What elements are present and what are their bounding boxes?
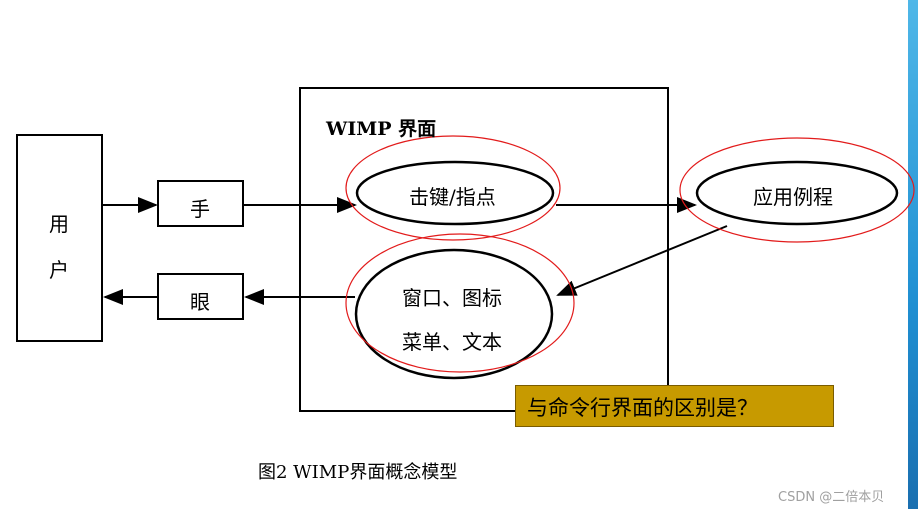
question-text: 与命令行界面的区别是？ [527, 396, 758, 420]
wimp-title: WIMP 界面 [326, 118, 437, 140]
app-example-ellipse [695, 160, 899, 226]
arrow-app-to-window [556, 225, 728, 296]
red-annotation-circle-window [345, 233, 575, 373]
red-annotation-circle-app [679, 137, 915, 243]
window-icon-line2: 菜单、文本 [402, 330, 502, 354]
click-point-label: 击键/指点 [409, 185, 496, 209]
window-icon-ellipse [354, 248, 554, 380]
click-point-ellipse [355, 160, 555, 226]
eye-label: 眼 [190, 290, 210, 314]
app-example-label: 应用例程 [753, 185, 833, 209]
user-label-char1: 用 [49, 212, 69, 236]
hand-label: 手 [190, 197, 210, 221]
question-box [515, 385, 834, 427]
eye-box [157, 273, 244, 320]
user-box [16, 134, 103, 342]
figure-caption: 图2 WIMP界面概念模型 [258, 462, 458, 483]
hand-box [157, 180, 244, 227]
right-edge-strip [908, 0, 918, 509]
window-icon-line1: 窗口、图标 [402, 286, 502, 310]
red-annotation-circle-click [345, 135, 561, 241]
user-label-char2: 户 [49, 258, 69, 282]
csdn-watermark: CSDN @二倍本贝 [778, 490, 885, 505]
